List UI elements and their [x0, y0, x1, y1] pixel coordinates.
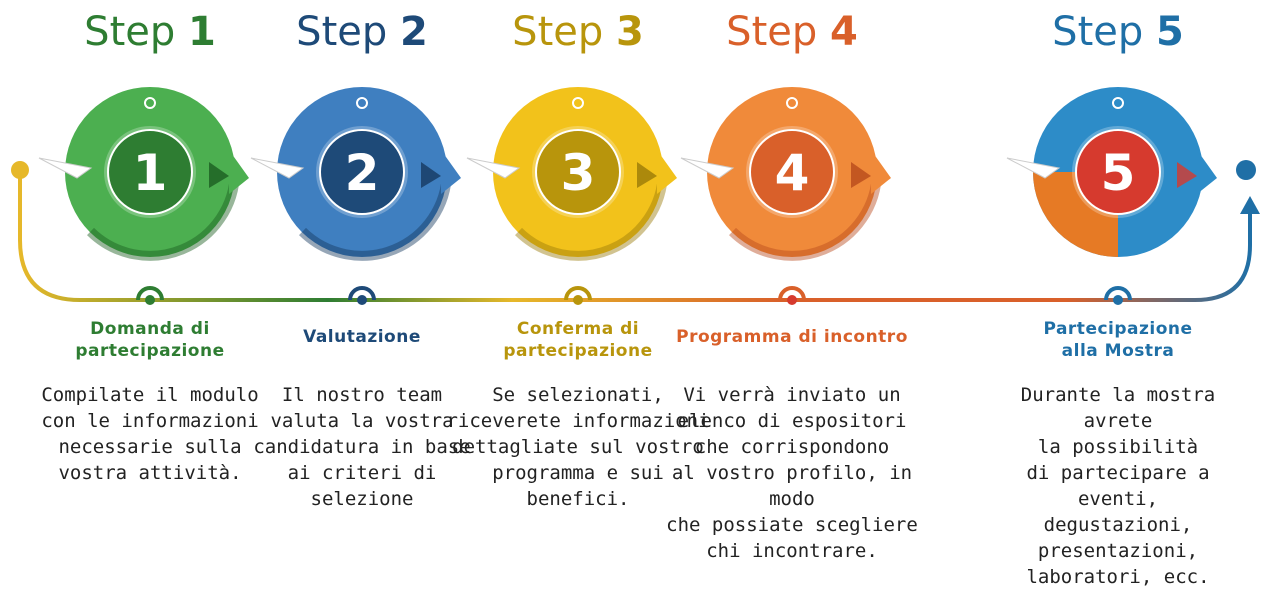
step-1-node [136, 286, 164, 305]
step-2-node [348, 286, 376, 305]
pointer-arrow-icon [1177, 162, 1197, 188]
pointer-arrow-icon [421, 162, 441, 188]
pointer-arrow-icon [209, 162, 229, 188]
end-dot [1236, 160, 1256, 180]
step-2-description: Il nostro team valuta la vostra candidat… [253, 384, 471, 510]
inner-disk [107, 129, 193, 215]
step-5-bubble: 5 [1006, 87, 1217, 257]
end-arrow-icon [1240, 196, 1260, 214]
ring-icon [1112, 97, 1124, 109]
inner-disk [749, 129, 835, 215]
bubble-number: 5 [1101, 144, 1136, 202]
step-5-description: Durante la mostra avrete la possibilità … [1020, 384, 1216, 588]
ring-icon [572, 97, 584, 109]
node-dot [357, 295, 367, 305]
inner-disk [319, 129, 405, 215]
connector-line [18, 172, 1252, 302]
bubble-pointer [871, 150, 891, 194]
bubble-number: 4 [775, 144, 810, 202]
step-2-heading: Step 2 [272, 6, 452, 58]
step-2-bubble: 2 [250, 87, 461, 261]
step-4-bubble: 4 [680, 87, 891, 261]
step-3-description: Se selezionati, riceverete informazioni … [446, 384, 710, 510]
bubble-number: 3 [561, 144, 596, 202]
step-2-title: Valutazione [303, 327, 421, 347]
step-5-heading: Step 5 [1028, 6, 1208, 58]
bubble-pointer [441, 150, 461, 194]
paper-tab-icon [38, 157, 93, 179]
inner-disk [1075, 129, 1161, 215]
step-number: 5 [1155, 9, 1184, 55]
step-4-heading: Step 4 [702, 6, 882, 58]
step-number: 3 [615, 9, 644, 55]
paper-tab-icon [250, 157, 305, 179]
step-label: Step [1052, 9, 1156, 55]
step-label: Step [726, 9, 830, 55]
inner-disk [535, 129, 621, 215]
step-1-heading: Step 1 [60, 6, 240, 58]
paper-tab-icon [466, 157, 521, 179]
bubble-number: 2 [345, 144, 380, 202]
step-5-node [1104, 286, 1132, 305]
ring-icon [356, 97, 368, 109]
pointer-arrow-icon [851, 162, 871, 188]
bubble-pointer [657, 150, 677, 194]
step-label: Step [84, 9, 188, 55]
ring-icon [786, 97, 798, 109]
step-3-bubble: 3 [466, 87, 677, 261]
step-3-node [564, 286, 592, 305]
step-label: Step [512, 9, 616, 55]
bubble-shade [729, 171, 882, 261]
bubble-pointer [229, 150, 249, 194]
step-number: 4 [829, 9, 858, 55]
paper-tab-icon [680, 157, 735, 179]
step-1-bubble: 1 [38, 87, 249, 261]
node-dot [573, 295, 583, 305]
bubble-pointer [1197, 150, 1217, 194]
step-4-description: Vi verrà inviato un elenco di espositori… [666, 384, 918, 562]
bubble-shade [87, 171, 240, 261]
step-number: 1 [187, 9, 216, 55]
bubble-shade [299, 171, 452, 261]
step-1-description: Compilate il modulo con le informazioni … [41, 384, 259, 484]
step-1-title: Domanda di partecipazione [75, 319, 225, 361]
step-5-title: Partecipazione alla Mostra [1043, 319, 1193, 361]
bubble-shade [515, 171, 668, 261]
ring-icon [144, 97, 156, 109]
pointer-arrow-icon [637, 162, 657, 188]
start-dot [11, 161, 29, 179]
step-label: Step [296, 9, 400, 55]
step-3-heading: Step 3 [488, 6, 668, 58]
node-dot [1113, 295, 1123, 305]
paper-tab-icon [1006, 157, 1061, 179]
step-4-node [778, 286, 806, 305]
step-number: 2 [399, 9, 428, 55]
step-4-title: Programma di incontro [676, 327, 908, 347]
step-3-title: Conferma di partecipazione [503, 319, 653, 361]
bubble-number: 1 [133, 144, 168, 202]
node-dot [787, 295, 797, 305]
flow-graphic: 1 2 3 4 5 [11, 87, 1260, 305]
node-dot [145, 295, 155, 305]
